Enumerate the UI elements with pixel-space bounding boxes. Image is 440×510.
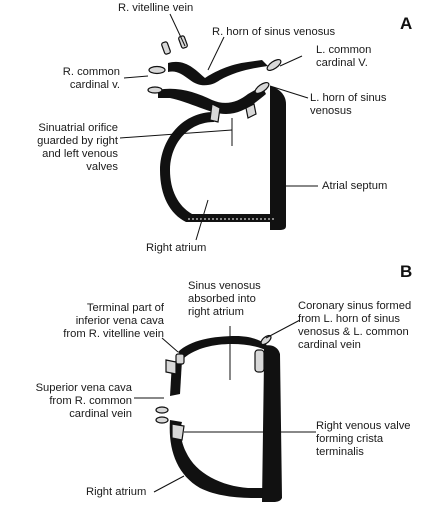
panel-b-label-right-atrium: Right atrium [86, 486, 147, 498]
panel-a-leader-l-cardinal [279, 55, 303, 67]
panel-a-sinus-upper-band [168, 60, 268, 86]
panel-a-r-vitelline-stub [161, 41, 171, 55]
panel-a-leader-r-horn [207, 36, 225, 71]
panel-b-label-right-venous-valve: Right venous valve forming crista termin… [316, 420, 411, 458]
panel-b-coronary-stub [260, 334, 272, 346]
panel-a-drawing [119, 13, 318, 241]
panel-a-r-cardinal-upper-stub [148, 65, 166, 75]
panel-a-label-l-common-cardinal: L. common cardinal V. [316, 44, 372, 69]
panel-b-label-terminal-ivc: Terminal part of inferior vena cava from… [63, 302, 164, 340]
panel-a-valve-stub-2 [245, 103, 257, 119]
panel-b-ivc-cap [175, 353, 185, 365]
panel-a-l-horn-stub [254, 81, 270, 95]
panel-a-label-atrial-septum: Atrial septum [322, 180, 388, 192]
panel-a-l-cardinal-stub [266, 58, 282, 72]
panel-b-valve-stub [155, 416, 169, 424]
panel-a-leader-vitelline [169, 13, 186, 47]
panel-a-label-r-vitelline: R. vitelline vein [118, 2, 194, 14]
panel-a-label-l-horn: L. horn of sinus venosus [310, 92, 387, 117]
panel-b-leader-ivc [161, 337, 179, 353]
panel-b-sinus-arch [178, 336, 270, 358]
panel-a-label-right-atrium: Right atrium [146, 242, 207, 254]
panel-a-leader-atrium [195, 199, 209, 241]
panel-a-atrial-septum [270, 86, 286, 230]
panel-a-sinus-lower-band [158, 86, 266, 114]
panel-a-right-atrium-wall [160, 112, 280, 222]
panel-b-letter: B [400, 262, 413, 281]
panel-b-label-sinus-absorbed: Sinus venosus absorbed into right atrium [188, 280, 261, 318]
panel-a-r-cardinal-lower-stub [147, 86, 163, 94]
panel-a-leader-r-cardinal [123, 75, 149, 79]
panel-a-leader-l-horn [269, 85, 309, 99]
panel-b-right-atrium-wall [169, 420, 274, 498]
panel-b-atrial-septum [262, 345, 282, 502]
panel-b-svc-stub [155, 406, 169, 414]
panel-b-drawing [134, 319, 316, 502]
panel-b-svc-cap [165, 359, 177, 375]
panel-b-coronary-cap [254, 349, 265, 373]
panel-a-label-r-common-cardinal: R. common cardinal v. [62, 66, 120, 91]
panel-a-leader-orifice [119, 129, 233, 139]
panel-b-crista-cap [171, 423, 185, 441]
panel-a-valve-stub [209, 103, 221, 123]
panel-a-letter: A [400, 14, 413, 33]
panel-a-label-r-horn: R. horn of sinus venosus [212, 26, 336, 38]
panel-b-leader-atrium [153, 475, 185, 493]
panel-b-leader-coronary [265, 319, 301, 339]
panel-b-label-svc: Superior vena cava from R. common cardin… [35, 382, 132, 420]
panel-a-label-sinuatrial-orifice: Sinuatrial orifice guarded by right and … [37, 122, 118, 173]
panel-b-label-coronary-sinus: Coronary sinus formed from L. horn of si… [298, 300, 412, 351]
